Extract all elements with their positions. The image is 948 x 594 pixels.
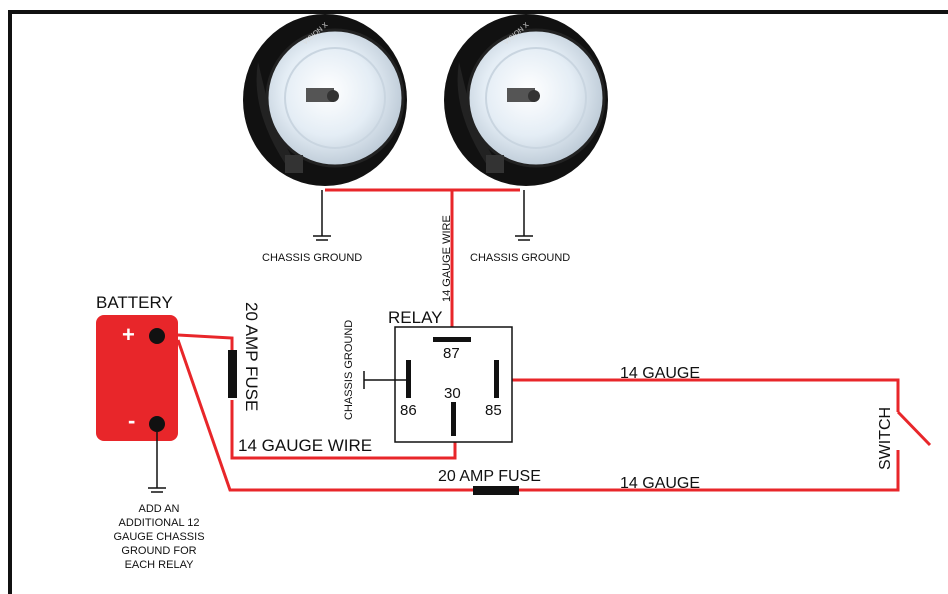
- relay-pin-30-label: 30: [444, 385, 461, 402]
- relay-pin-85: [494, 360, 499, 398]
- lamp-ground-right: [515, 190, 533, 241]
- driving-lamp-left: VISION X: [243, 14, 407, 186]
- gauge-14-bottom-label: 14 GAUGE: [620, 475, 700, 492]
- relay-pin-85-label: 85: [485, 402, 502, 419]
- relay-chassis-ground-label: CHASSIS GROUND: [343, 320, 355, 420]
- battery: + -: [96, 315, 178, 441]
- relay-pin-86: [406, 360, 411, 398]
- fuse-20-amp-bottom: [473, 486, 519, 495]
- switch: [896, 410, 932, 447]
- chassis-ground-left-label: CHASSIS GROUND: [262, 252, 362, 264]
- relay-pin-86-label: 86: [400, 402, 417, 419]
- svg-text:ADD AN: ADD AN: [139, 503, 180, 515]
- fuse-20-amp-bottom-label: 20 AMP FUSE: [438, 468, 541, 485]
- relay-label: RELAY: [388, 308, 443, 327]
- power-wires: [176, 188, 900, 492]
- fuse-20-amp-vertical: [228, 350, 237, 398]
- wire-14-gauge-bottom-label: 14 GAUGE WIRE: [238, 436, 372, 455]
- svg-text:EACH RELAY: EACH RELAY: [125, 559, 195, 571]
- relay-pin-87-label: 87: [443, 345, 460, 362]
- diagram-frame: [8, 10, 948, 594]
- battery-to-fuse-wire: [177, 333, 234, 352]
- lamp-ground-left: [313, 190, 331, 241]
- relay-pin-30: [451, 402, 456, 436]
- chassis-ground-right-label: CHASSIS GROUND: [470, 252, 570, 264]
- battery-positive-terminal: [149, 328, 165, 344]
- battery-label: BATTERY: [96, 293, 173, 312]
- battery-plus-sign: +: [122, 322, 135, 347]
- battery-ground-note: ADD AN ADDITIONAL 12 GAUGE CHASSIS GROUN…: [113, 503, 204, 571]
- battery-to-switch-wire: [176, 339, 900, 492]
- fuse-20-amp-vertical-label: 20 AMP FUSE: [242, 302, 261, 411]
- pin85-to-switch-wire: [500, 378, 900, 412]
- battery-ground: [148, 432, 166, 493]
- wire-14-gauge-vertical-label: 14 GAUGE WIRE: [441, 215, 453, 302]
- switch-label: SWITCH: [877, 407, 894, 470]
- svg-text:ADDITIONAL 12: ADDITIONAL 12: [119, 517, 200, 529]
- battery-negative-terminal: [149, 416, 165, 432]
- svg-text:GAUGE CHASSIS: GAUGE CHASSIS: [113, 531, 204, 543]
- svg-text:GROUND FOR: GROUND FOR: [121, 545, 196, 557]
- battery-minus-sign: -: [128, 408, 135, 433]
- relay-ground: [363, 371, 406, 389]
- relay: 87 86 30 85: [394, 326, 513, 443]
- fuse-to-pin30-wire: [230, 400, 457, 460]
- relay-pin-87: [433, 337, 471, 342]
- gauge-14-top-label: 14 GAUGE: [620, 365, 700, 382]
- driving-lamp-right: VISION X: [444, 14, 608, 186]
